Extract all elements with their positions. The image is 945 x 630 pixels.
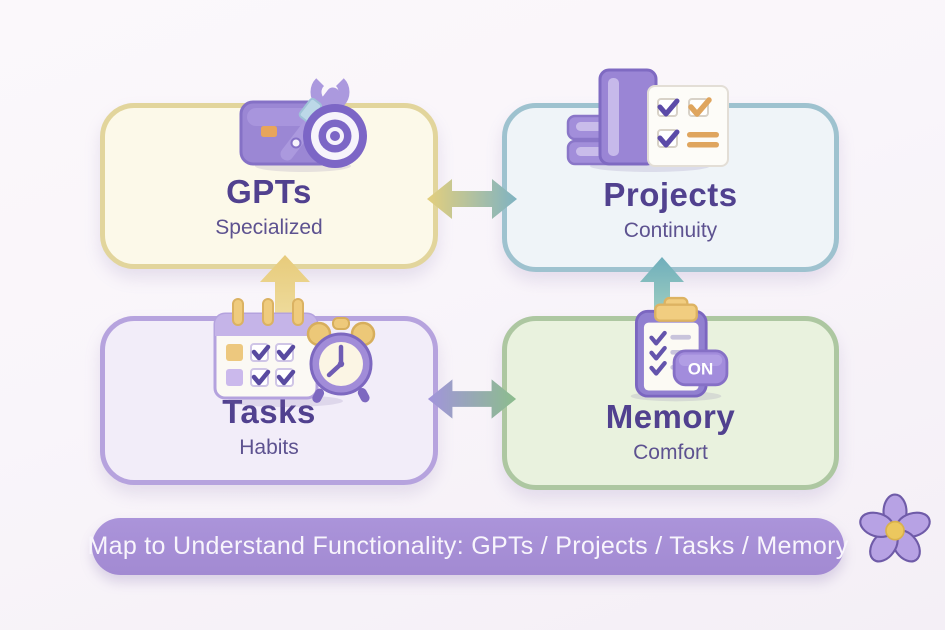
on-toggle-label: ON (688, 359, 713, 378)
tasks-gpts-arrow (260, 255, 310, 332)
caption-text: Map to Understand Functionality: GPTs / … (87, 532, 849, 560)
memory-title: Memory (605, 398, 736, 435)
toolbox-wrench-target-icon (239, 78, 367, 172)
projects-subtitle: Continuity (623, 219, 718, 242)
gpts-title: GPTs (226, 173, 312, 210)
memory-projects-arrow (640, 257, 684, 312)
gpts-projects-arrow (427, 179, 517, 219)
clipboard-checklist-on-icon: ON (630, 296, 729, 402)
tasks-subtitle: Habits (239, 436, 299, 459)
gpts-subtitle: Specialized (215, 216, 323, 239)
tasks-memory-arrow (427, 379, 517, 419)
books-checklist-icon (566, 68, 729, 172)
calendar-alarm-clock-icon (213, 298, 376, 407)
purple-flower-icon (859, 493, 931, 563)
caption-banner: Map to Understand Functionality: GPTs / … (88, 518, 848, 575)
memory-subtitle: Comfort (633, 441, 708, 464)
projects-title: Projects (603, 176, 738, 213)
